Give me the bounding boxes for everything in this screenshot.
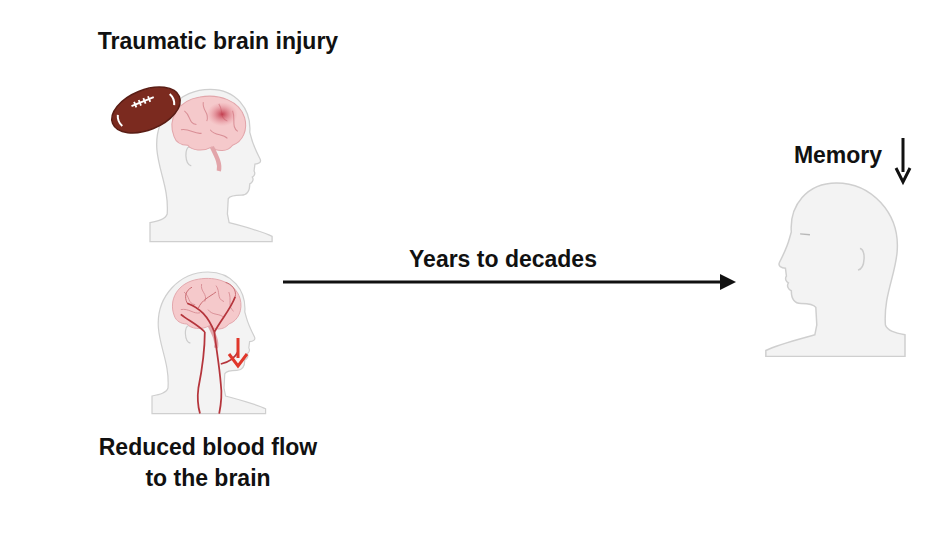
annotation-label: Memory [778,140,898,171]
annotation-label: Traumatic brain injury [53,26,383,57]
annotation-label: Reduced blood flow to the brain [96,432,321,494]
arrow-label: Years to decades [343,244,663,275]
